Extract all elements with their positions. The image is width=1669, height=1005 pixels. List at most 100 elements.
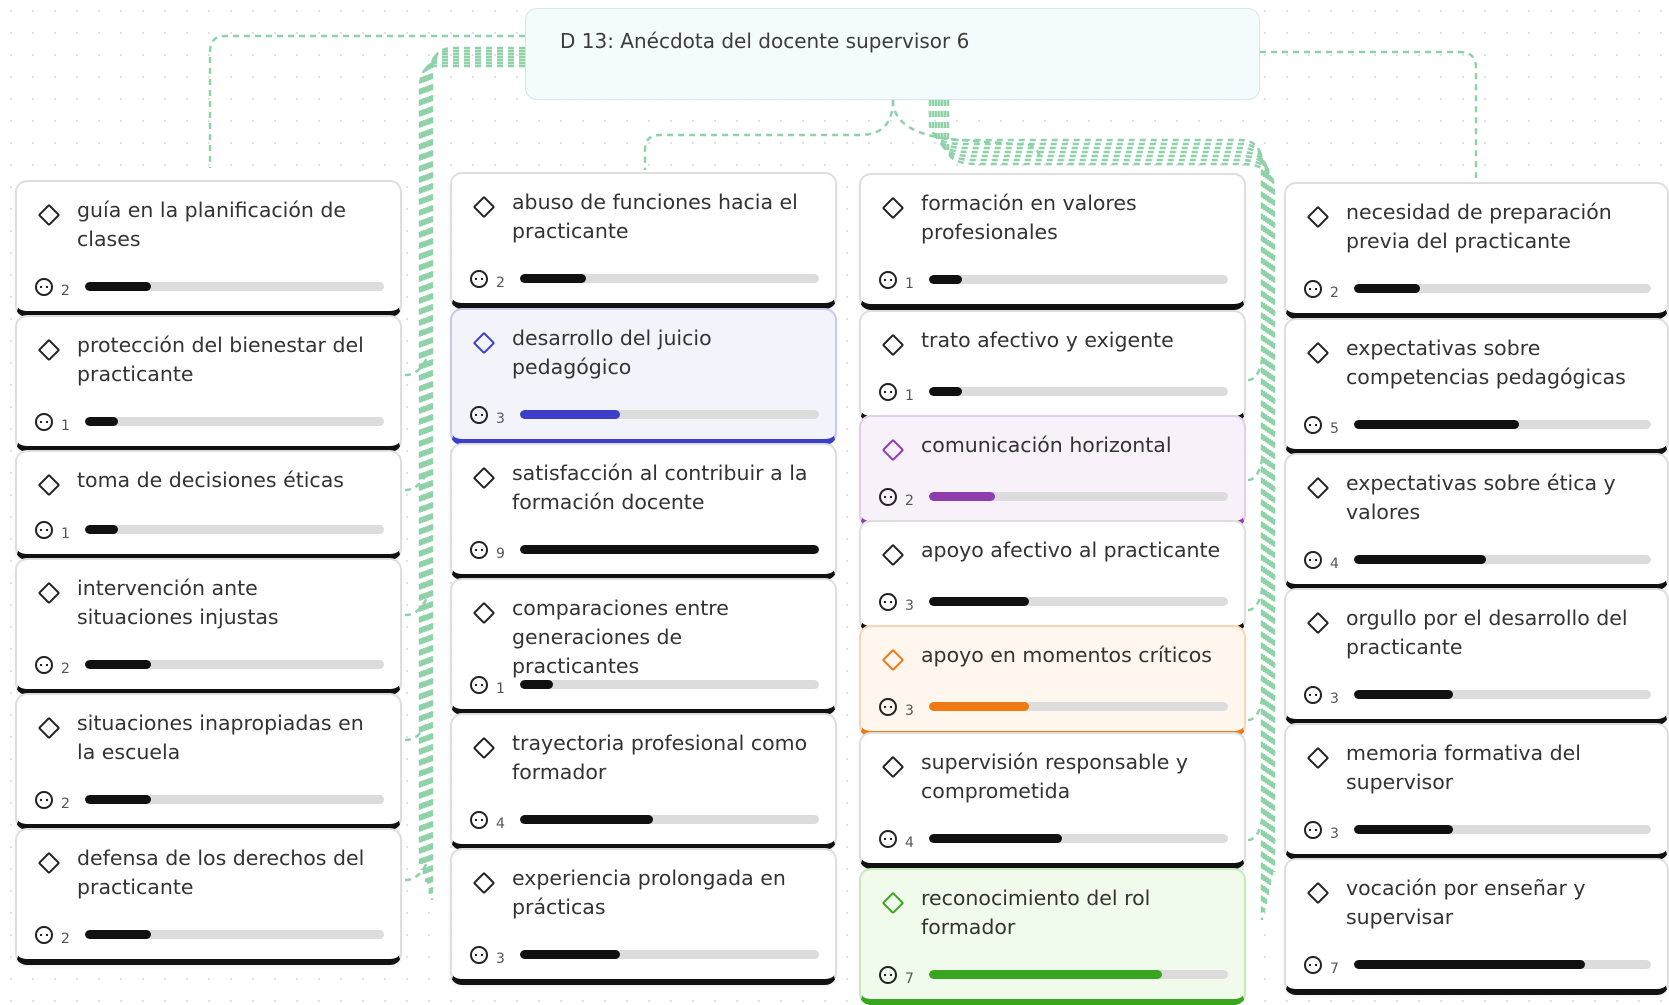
quotation-count: 1 — [496, 681, 505, 697]
quotation-icon — [1304, 821, 1322, 839]
connection-line — [1260, 50, 1478, 178]
groundedness-bar-fill — [1354, 690, 1453, 699]
code-diamond-icon — [472, 466, 496, 490]
code-card[interactable]: satisfacción al contribuir a la formació… — [450, 443, 837, 580]
groundedness-bar — [929, 492, 1228, 501]
code-diamond-icon — [472, 736, 496, 760]
quotation-icon — [470, 676, 488, 694]
connection-line — [891, 99, 1042, 161]
code-label: formación en valores profesionales — [921, 191, 1137, 244]
code-diamond-icon — [881, 543, 905, 567]
quotation-icon — [879, 593, 897, 611]
code-diamond-icon — [881, 333, 905, 357]
groundedness-bar-fill — [520, 274, 587, 283]
quotation-count: 3 — [1330, 826, 1339, 842]
code-label: supervisión responsable y comprometida — [921, 750, 1189, 803]
groundedness-bar-fill — [85, 930, 152, 939]
connection-line — [1247, 699, 1264, 722]
groundedness-bar-fill — [929, 492, 996, 501]
code-diamond-icon — [37, 203, 61, 227]
quotation-count: 4 — [1330, 556, 1339, 572]
code-label: intervención ante situaciones injustas — [77, 576, 279, 629]
groundedness-bar — [1354, 825, 1651, 834]
quotation-count: 3 — [496, 411, 505, 427]
code-diamond-icon — [881, 648, 905, 672]
quotation-icon — [1304, 280, 1322, 298]
document-node[interactable]: D 13: Anécdota del docente supervisor 6 — [525, 8, 1260, 100]
groundedness-bar — [520, 680, 819, 689]
code-card[interactable]: comparaciones entre generaciones de prac… — [450, 578, 837, 715]
groundedness-bar-fill — [520, 410, 620, 419]
groundedness-bar-fill — [85, 795, 152, 804]
quotation-icon — [470, 811, 488, 829]
code-card[interactable]: expectativas sobre competencias pedagógi… — [1284, 318, 1669, 455]
groundedness-bar — [929, 834, 1228, 843]
quotation-icon — [470, 946, 488, 964]
code-diamond-icon — [472, 601, 496, 625]
code-diamond-icon — [37, 473, 61, 497]
quotation-icon — [35, 413, 53, 431]
quotation-icon — [1304, 956, 1322, 974]
quotation-count: 3 — [496, 951, 505, 967]
code-card[interactable]: experiencia prolongada en prácticas 3 — [450, 848, 837, 985]
groundedness-bar-fill — [520, 950, 620, 959]
quotation-icon — [35, 521, 53, 539]
quotation-icon — [879, 383, 897, 401]
groundedness-bar — [1354, 555, 1651, 564]
code-label: expectativas sobre ética y valores — [1346, 471, 1616, 524]
code-diamond-icon — [881, 438, 905, 462]
connection-line — [404, 354, 430, 377]
code-diamond-icon — [472, 331, 496, 355]
code-label: necesidad de preparación previa del prac… — [1346, 200, 1612, 253]
groundedness-bar-fill — [1354, 960, 1585, 969]
groundedness-bar — [929, 597, 1228, 606]
connection-line — [404, 719, 430, 742]
groundedness-bar — [1354, 420, 1651, 429]
code-diamond-icon — [1306, 341, 1330, 365]
groundedness-bar — [85, 660, 384, 669]
quotation-count: 1 — [905, 388, 914, 404]
code-card[interactable]: necesidad de preparación previa del prac… — [1284, 182, 1669, 319]
groundedness-bar-fill — [85, 282, 152, 291]
groundedness-bar-fill — [929, 597, 1029, 606]
groundedness-bar-fill — [929, 970, 1162, 979]
code-card[interactable]: expectativas sobre ética y valores 4 — [1284, 453, 1669, 590]
code-diamond-icon — [37, 338, 61, 362]
groundedness-bar-fill — [85, 660, 152, 669]
code-diamond-icon — [37, 851, 61, 875]
quotation-count: 2 — [61, 283, 70, 299]
code-card[interactable]: protección del bienestar del practicante… — [15, 315, 402, 452]
quotation-icon — [1304, 551, 1322, 569]
code-diamond-icon — [1306, 611, 1330, 635]
code-label: experiencia prolongada en prácticas — [512, 866, 786, 919]
quotation-icon — [1304, 686, 1322, 704]
groundedness-bar — [929, 702, 1228, 711]
quotation-icon — [879, 966, 897, 984]
quotation-icon — [879, 271, 897, 289]
code-card[interactable]: orgullo por el desarrollo del practicant… — [1284, 588, 1669, 725]
groundedness-bar — [85, 525, 384, 534]
groundedness-bar-fill — [929, 387, 963, 396]
connection-line — [404, 469, 430, 492]
code-label: satisfacción al contribuir a la formació… — [512, 461, 808, 514]
groundedness-bar-fill — [85, 525, 119, 534]
code-diamond-icon — [472, 195, 496, 219]
quotation-count: 2 — [496, 275, 505, 291]
